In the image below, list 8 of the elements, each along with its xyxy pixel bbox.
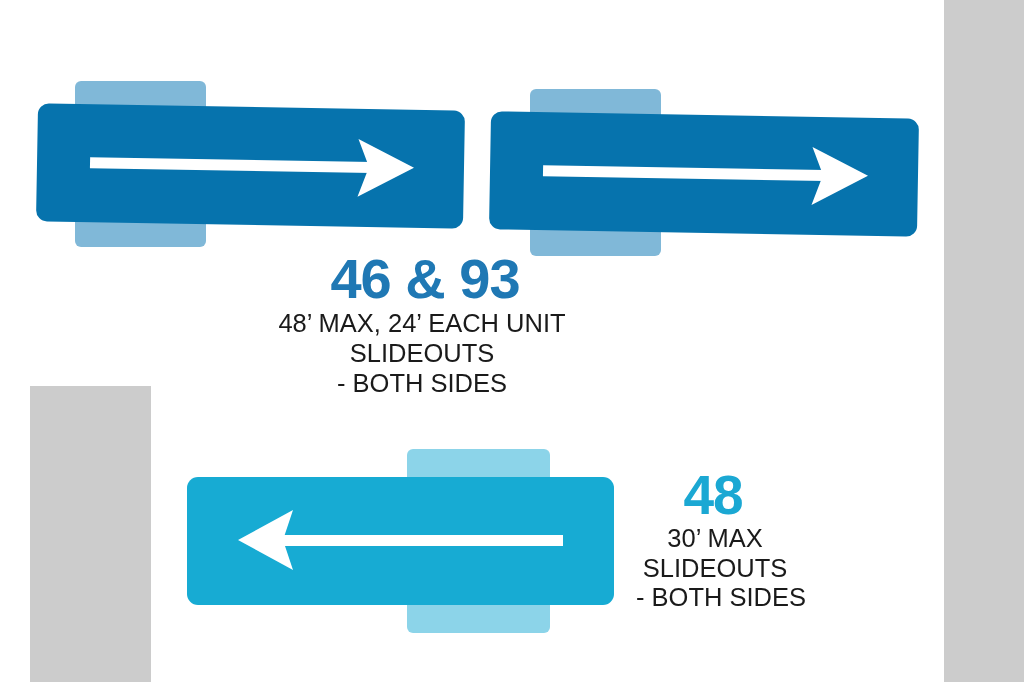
site-note: 48’ MAX, 24’ EACH UNIT: [278, 311, 566, 337]
site-note: 30’ MAX: [667, 526, 763, 552]
site-number: 48: [683, 468, 743, 523]
site-note: - BOTH SIDES: [636, 585, 806, 611]
site-number: 46 & 93: [330, 251, 520, 307]
site-note: SLIDEOUTS: [349, 341, 495, 367]
site-note: SLIDEOUTS: [642, 556, 788, 582]
site-note: - BOTH SIDES: [337, 371, 507, 397]
